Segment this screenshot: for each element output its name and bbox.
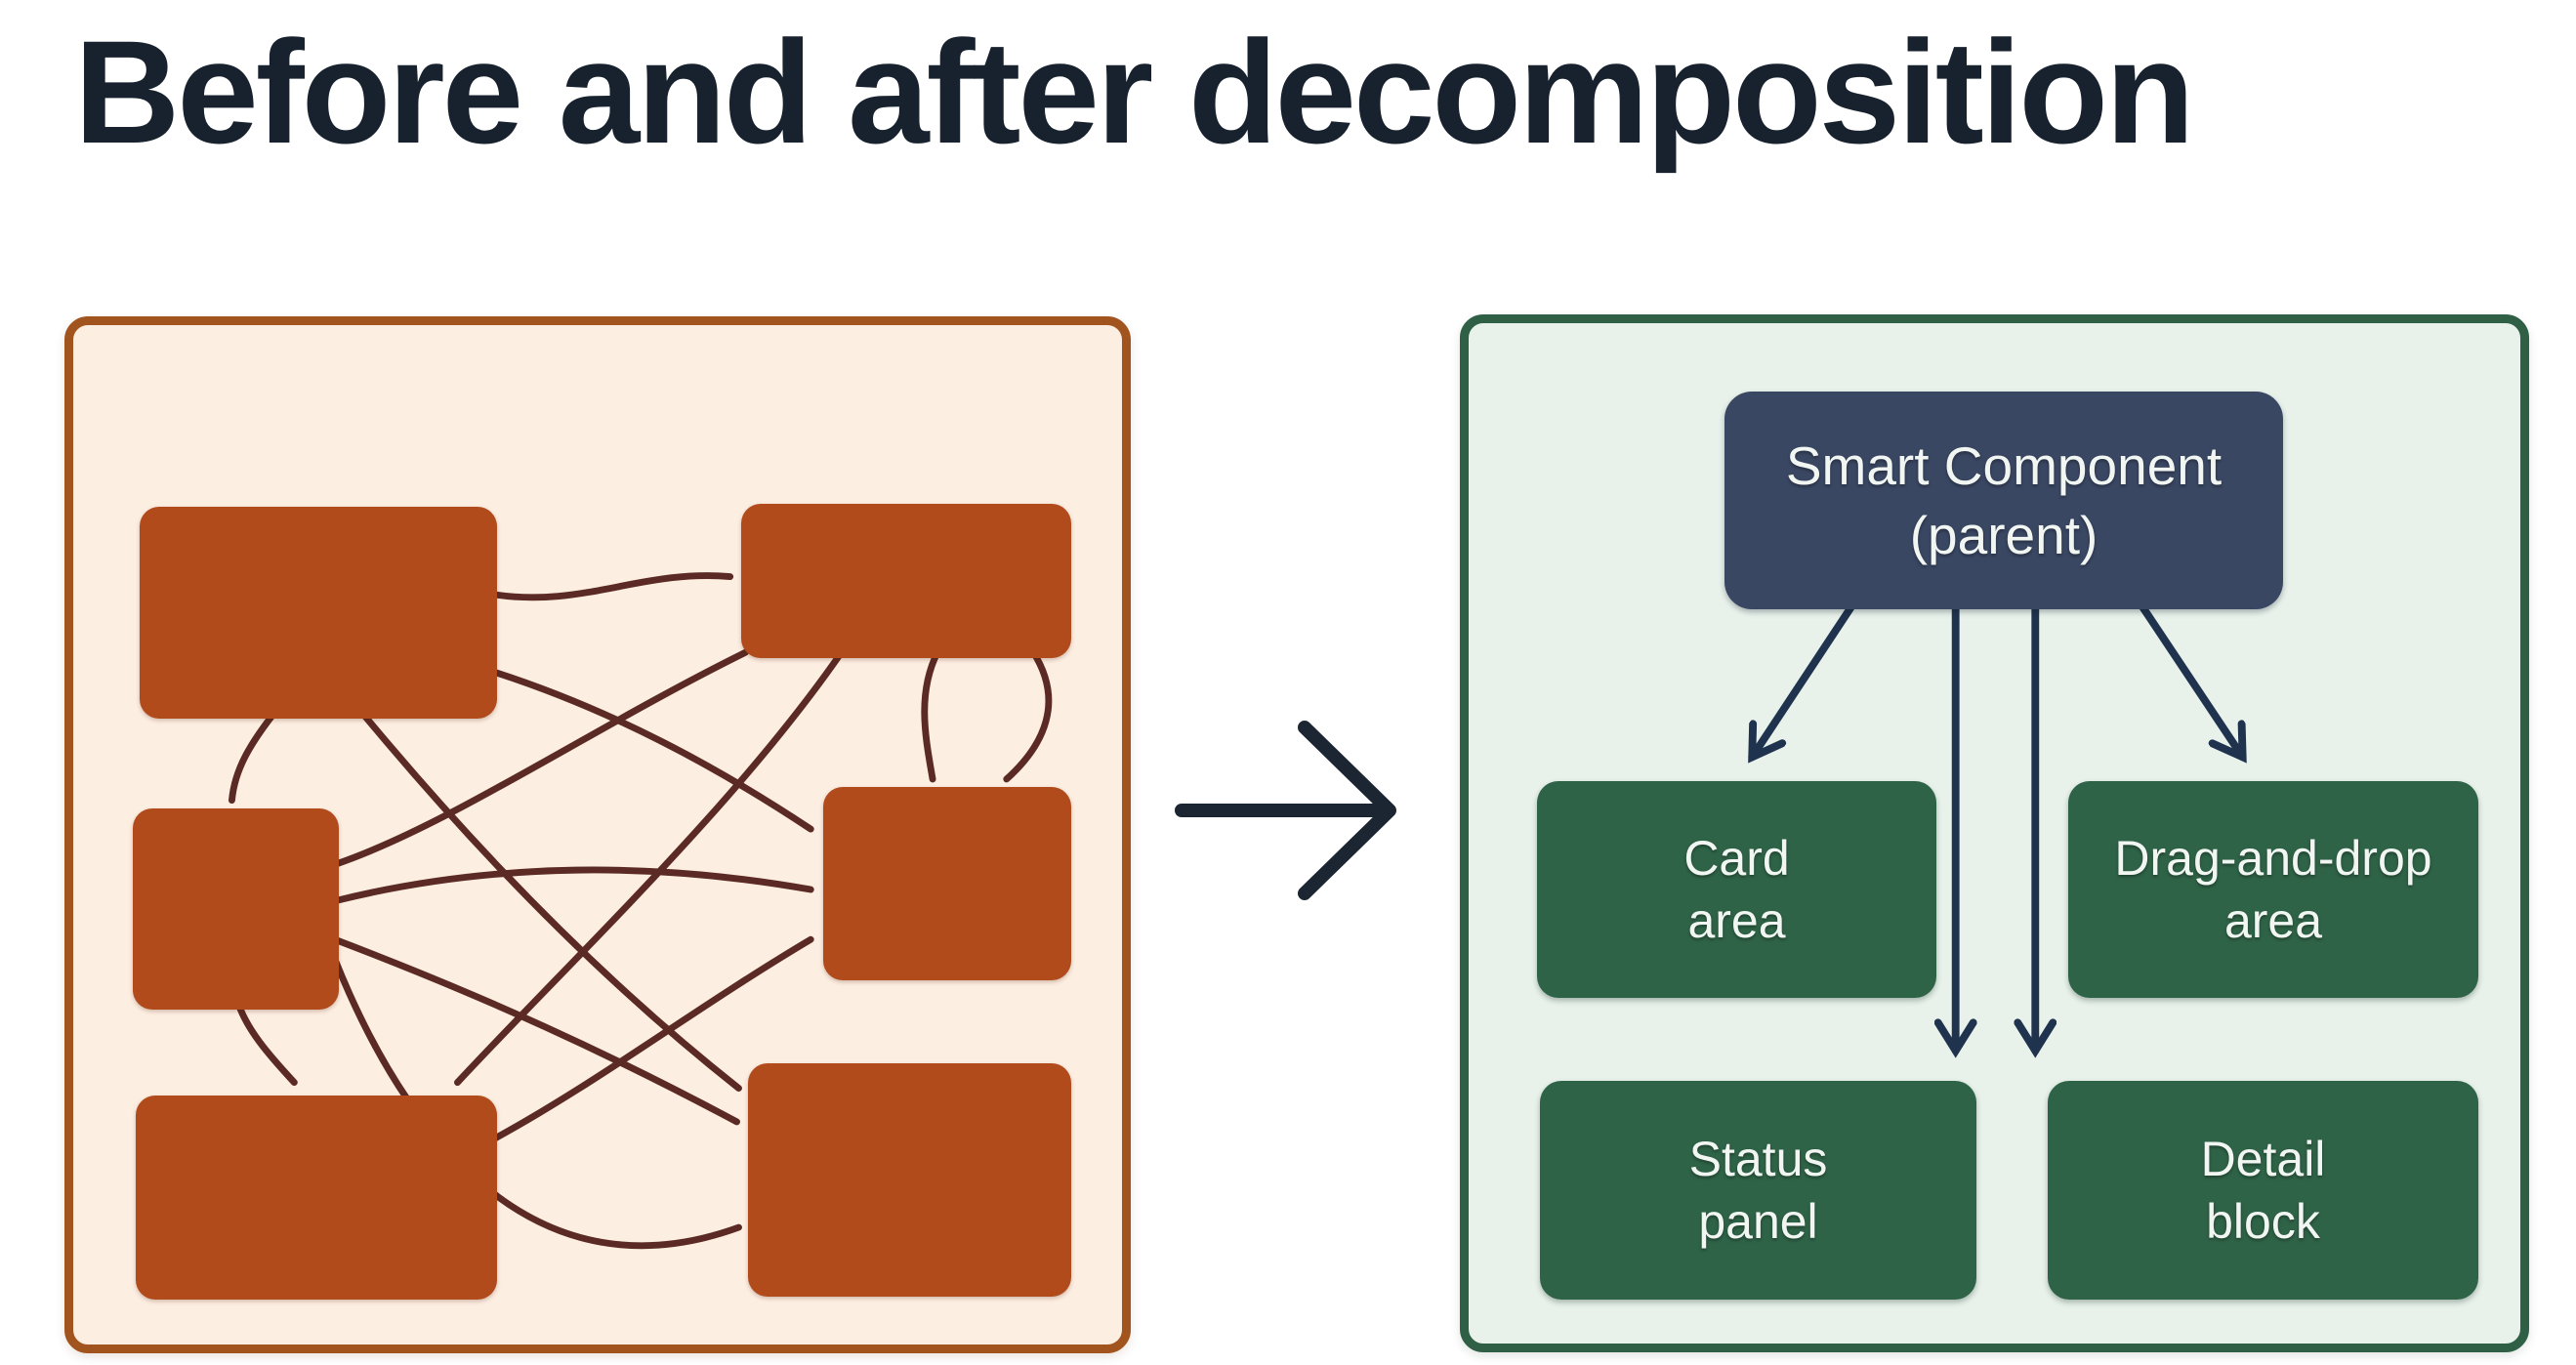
drag-and-drop-label-line2: area: [2223, 893, 2323, 948]
component-box-4: [823, 787, 1071, 980]
component-box-5: [136, 1096, 497, 1300]
component-box-2: [741, 504, 1071, 658]
card-area-label-line1: Card: [1683, 831, 1790, 886]
edge-parent-to-drag-and-drop-area: [2137, 600, 2242, 757]
before-panel: [64, 316, 1131, 1353]
component-box-6: [748, 1063, 1071, 1297]
detail-block-label-line1: Detail: [2200, 1132, 2326, 1186]
after-panel: Smart Component (parent) Card area Drag-…: [1460, 314, 2529, 1352]
drag-and-drop-label-line1: Drag-and-drop: [2114, 831, 2432, 886]
child-node-card-area: Card area: [1537, 781, 1936, 998]
child-node-status-panel: Status panel: [1540, 1081, 1976, 1300]
parent-node-label-line1: Smart Component: [1785, 435, 2223, 497]
status-panel-label-line2: panel: [1698, 1194, 1818, 1249]
decomposition-arrows: [1469, 600, 2520, 1344]
parent-node-smart-component: Smart Component (parent): [1724, 392, 2283, 609]
child-node-detail-block: Detail block: [2048, 1081, 2478, 1300]
child-node-drag-and-drop-area: Drag-and-drop area: [2068, 781, 2478, 998]
page-title: Before and after decomposition: [74, 10, 2195, 174]
component-box-3: [133, 808, 339, 1010]
detail-block-label-line2: block: [2206, 1194, 2320, 1249]
status-panel-label-line1: Status: [1688, 1132, 1828, 1186]
card-area-label-line2: area: [1687, 893, 1786, 948]
component-box-1: [140, 507, 497, 719]
edge-parent-to-card-area: [1752, 600, 1857, 757]
parent-node-label-line2: (parent): [1909, 504, 2098, 565]
right-arrow-icon: [1175, 721, 1396, 900]
